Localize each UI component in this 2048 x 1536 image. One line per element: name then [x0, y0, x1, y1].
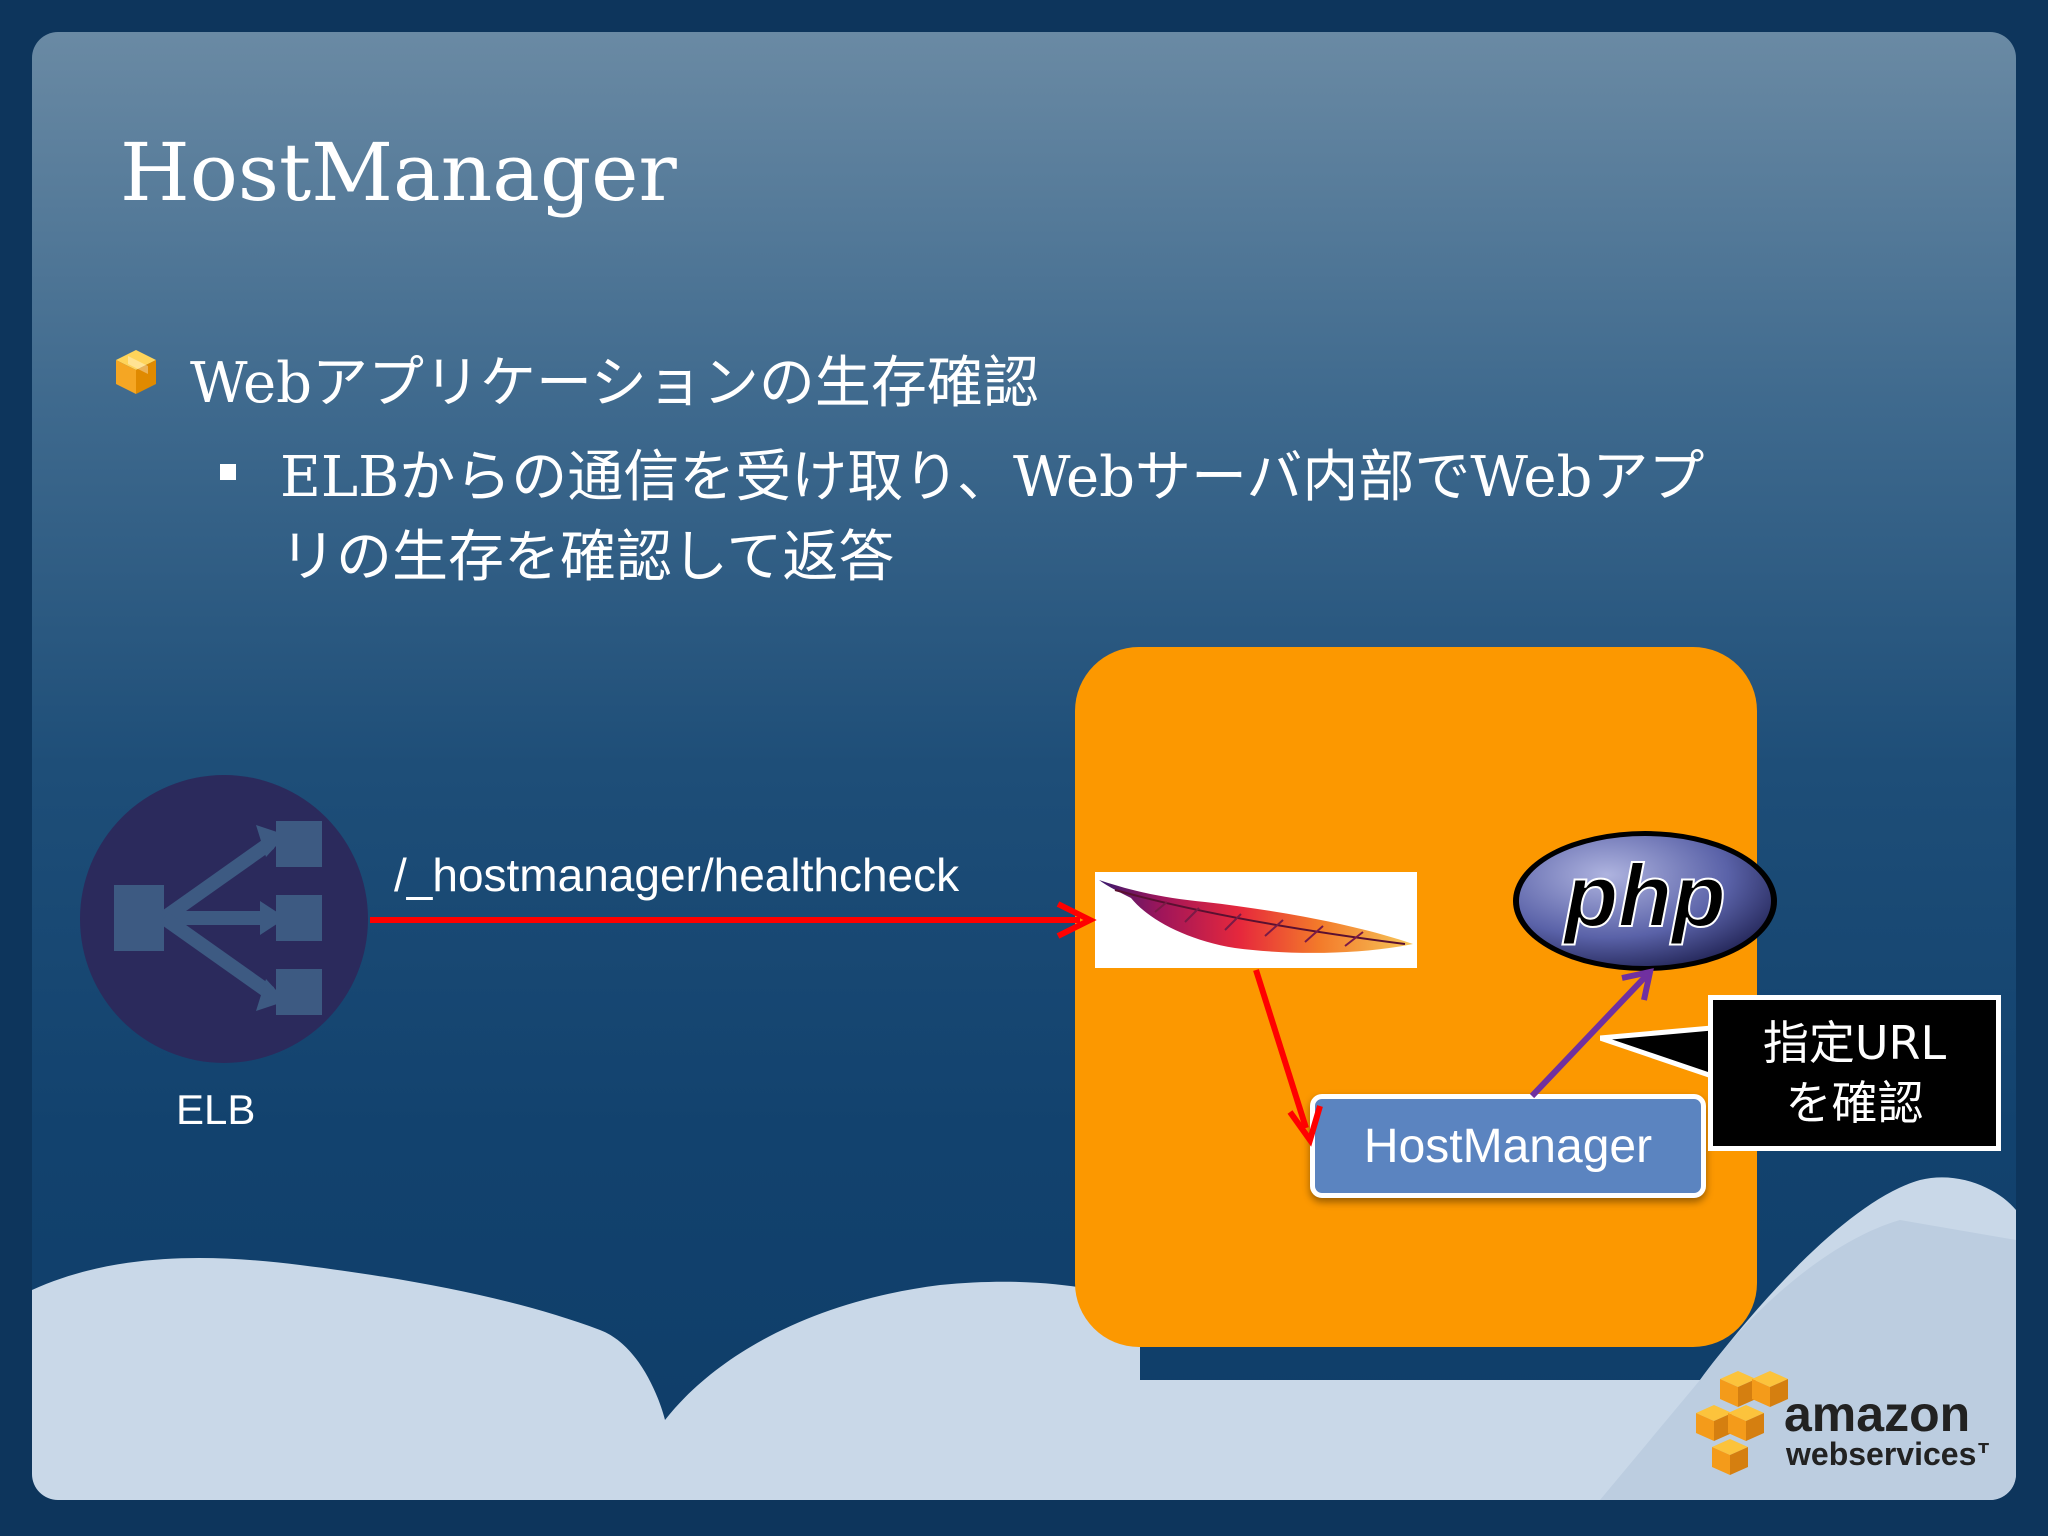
php-logo-text: php [1562, 846, 1725, 945]
cube-bullet-icon [116, 350, 156, 394]
callout-pointer [1600, 1025, 1715, 1080]
callout-line-1: 指定URL [1762, 1016, 1947, 1070]
bullet-level2-line-2: リの生存を確認して返答 [280, 525, 895, 590]
bullet-level1-text: Webアプリケーションの生存確認 [190, 351, 1039, 416]
web-server-box [1075, 647, 1757, 1347]
aws-word-amazon: amazon [1784, 1386, 1970, 1442]
healthcheck-path-label: /_hostmanager/healthcheck [394, 849, 960, 901]
apache-feather-icon [1095, 872, 1417, 968]
aws-cubes-icon [1696, 1371, 1788, 1475]
bullet-level2-line-1: ELBからの通信を受け取り、Webサーバ内部でWebアプ [280, 445, 1705, 510]
hostmanager-box: HostManager [1310, 1094, 1706, 1198]
elb-label: ELB [176, 1086, 256, 1133]
callout-line-2: を確認 [1785, 1076, 1924, 1130]
callout-box: 指定URL を確認 [1708, 995, 2001, 1151]
slide-title: HostManager [120, 126, 677, 219]
bullet-level2-text: ELBからの通信を受け取り、Webサーバ内部でWebアプ リの生存を確認して返答 [280, 438, 1920, 598]
aws-word-webservices: webservices™ [1785, 1436, 1990, 1472]
aws-logo: amazon webservices™ [1696, 1371, 1990, 1475]
elb-icon [80, 775, 368, 1063]
square-bullet-icon [220, 464, 236, 480]
php-logo: php [1513, 831, 1777, 971]
